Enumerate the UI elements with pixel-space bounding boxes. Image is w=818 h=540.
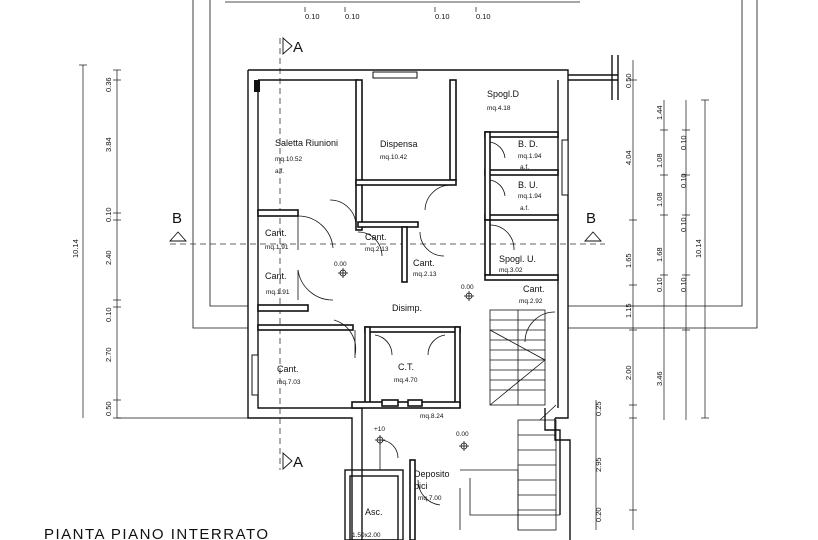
left-dim-6: 2.70 [104,347,113,362]
room-spogl-u-area: mq.3.02 [499,267,523,274]
section-line-a: A A [279,36,303,471]
left-dim-4: 2.40 [104,250,113,265]
doors [297,141,556,506]
room-spogl-d-area: mq.4.18 [487,105,511,112]
room-bd-name: B. D. [518,139,538,149]
right-dim-b-3: 1.08 [655,153,664,168]
right-dim-a-4: 1.15 [624,303,633,318]
level-marker-4: +10 [374,426,385,445]
section-a-top-label: A [293,39,303,56]
right-dim-b-7: 1.68 [655,247,664,262]
right-total-dim: 10.14 [694,239,703,258]
left-dim-1: 0.36 [104,77,113,92]
level-marker-1: 0.00 [334,261,348,278]
room-ct-name: C.T. [398,362,414,372]
drawing-title: PIANTA PIANO INTERRATO [44,526,270,540]
room-dispensa-area: mq.10.42 [380,154,407,161]
left-dim-5: 0.10 [104,307,113,322]
room-cant5-name: Cant. [523,284,545,294]
room-ct-area: mq.4.70 [394,377,418,384]
level-2-value: 0.00 [461,284,474,291]
right-dimension-chain-a: 0.50 4.04 1.65 1.15 2.00 0.25 2.95 0.20 [594,60,637,530]
right-dim-a-2: 4.04 [624,150,633,165]
level-4-value: +10 [374,426,385,433]
left-dim-7: 0.50 [104,401,113,416]
room-cant5-area: mq.2.92 [519,298,543,305]
room-bd-area: mq.1.94 [518,153,542,160]
right-dimension-chain-b: 1.44 0.10 1.08 0.10 1.08 0.10 1.68 0.10 … [655,99,709,420]
room-deposito-name: Deposito [414,469,450,479]
right-dim-b-2: 0.10 [679,135,688,150]
right-dim-b-4: 0.10 [679,173,688,188]
room-cant2-name: Cant. [265,271,287,281]
staircase [459,309,560,531]
left-dim-2: 3.84 [104,137,113,152]
right-dim-b-1: 1.44 [655,105,664,120]
room-labels: Saletta Riunioni mq.10.52 a.f. Dispensa … [265,89,545,502]
top-dim-3: 0.10 [435,12,450,21]
right-dim-a-8: 0.20 [594,507,603,522]
room-cant2-area: mq.1.91 [266,289,290,296]
left-total-dim: 10.14 [71,239,80,258]
room-deposito-area: mq.7.00 [418,495,442,502]
level-marker-2: 0.00 [461,284,474,301]
section-a-bottom-label: A [293,454,303,471]
right-dim-a-7: 2.95 [594,457,603,472]
room-spogl-d-name: Spogl.D [487,89,520,99]
section-b-right-label: B [586,210,596,227]
section-line-b: B B [168,210,605,245]
room-disimp-name: Disimp. [392,303,422,313]
room-asc-area: 1.50x2.00 [352,532,381,539]
top-dim-4: 0.10 [476,12,491,21]
room-cant1-name: Cant. [265,228,287,238]
top-dim-1: 0.10 [305,12,320,21]
room-deposito-name2: bici [414,481,428,491]
room-saletta-area: mq.10.52 [275,156,302,163]
room-cant4-area: mq.2.13 [413,271,437,278]
room-cant6-name: Cant. [277,364,299,374]
room-cant1-area: mq.1.91 [265,244,289,251]
left-dim-3: 0.10 [104,207,113,222]
room-saletta-name: Saletta Riunioni [275,138,338,148]
level-marker-3: 0.00 [456,431,469,451]
walls [247,55,619,540]
level-1-value: 0.00 [334,261,347,268]
right-dim-b-8: 0.10 [679,277,688,292]
room-bu-note: a.f. [520,205,529,212]
right-dim-a-3: 1.65 [624,253,633,268]
room-saletta-note: a.f. [275,168,284,175]
room-cant3-name: Cant. [365,232,387,242]
right-dim-a-1: 0.50 [624,73,633,88]
section-b-left-label: B [172,210,182,227]
top-dim-2: 0.10 [345,12,360,21]
right-dim-b-9: 0.10 [655,277,664,292]
left-dimension-chain: 0.36 3.84 0.10 2.40 0.10 2.70 0.50 10.14 [71,64,248,419]
room-bu-area: mq.1.94 [518,193,542,200]
room-asc-name: Asc. [365,507,383,517]
room-cant4-name: Cant. [413,258,435,268]
right-dim-a-5: 2.00 [624,365,633,380]
room-bd-note: a.f. [520,164,529,171]
level-markers: 0.00 0.00 0.00 +10 [334,261,474,451]
room-cant6-area: mq.7.03 [277,379,301,386]
room-disimp-area: mq.8.24 [420,413,444,420]
room-spogl-u-name: Spogl. U. [499,254,536,264]
right-dim-b-5: 1.08 [655,192,664,207]
right-dim-a-6: 0.25 [594,401,603,416]
room-bu-name: B. U. [518,180,538,190]
level-3-value: 0.00 [456,431,469,438]
right-dim-b-6: 0.10 [679,217,688,232]
elevator: Asc. 1.50x2.00 [344,469,404,540]
room-cant3-area: mq.2.13 [365,246,389,253]
top-dimensions: 0.10 0.10 0.10 0.10 [304,7,491,21]
room-dispensa-name: Dispensa [380,139,418,149]
right-dim-b-10: 3.46 [655,371,664,386]
upper-outline [192,0,758,329]
